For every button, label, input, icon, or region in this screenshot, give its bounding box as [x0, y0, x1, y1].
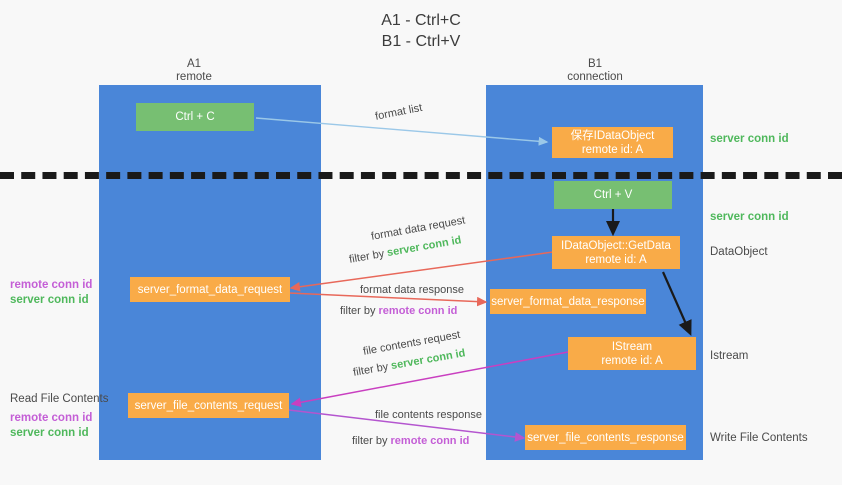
box-server-format-data-request[interactable]: server_format_data_request [130, 277, 290, 302]
filter-prefix: filter by [340, 305, 379, 317]
left-label-server-conn-id-1: server conn id [10, 294, 89, 306]
box-getdata-line1: IDataObject::GetData [561, 239, 671, 252]
phase-divider [0, 172, 842, 179]
lane-header-a1: A1 remote [124, 58, 264, 84]
left-label-remote-conn-id-2: remote conn id [10, 412, 93, 424]
edge-label-format-data-response: format data response [360, 284, 464, 296]
edge-label-file-contents-response: file contents response [375, 409, 483, 421]
box-idataobject-getdata[interactable]: IDataObject::GetData remote id: A [552, 236, 680, 269]
box-server-format-data-response-label: server_format_data_response [491, 295, 645, 308]
filter-prefix: filter by [348, 247, 389, 266]
box-save-idataobject[interactable]: 保存IDataObject remote id: A [552, 127, 673, 158]
box-server-file-contents-request-label: server_file_contents_request [134, 399, 283, 412]
filter-tag-remote-conn-id: remote conn id [378, 305, 458, 317]
box-istream-line2: remote id: A [601, 354, 663, 367]
box-server-file-contents-request[interactable]: server_file_contents_request [128, 393, 289, 418]
left-label-server-conn-id-2: server conn id [10, 427, 89, 439]
left-label-read-file-contents: Read File Contents [10, 393, 109, 405]
edge-label-file-contents-response-filter: filter by remote conn id [352, 434, 469, 449]
lane-b1-name: B1 [587, 58, 603, 70]
box-istream-line1: IStream [611, 340, 653, 353]
left-label-remote-conn-id-1: remote conn id [10, 279, 93, 291]
filter-tag-remote-conn-id: remote conn id [390, 435, 470, 447]
left-label-group-file: remote conn id server conn id [10, 411, 92, 441]
left-label-group-format: remote conn id server conn id [10, 278, 92, 308]
box-getdata-line2: remote id: A [585, 253, 647, 266]
edge-label-format-data-response-filter: filter by remote conn id [340, 304, 457, 319]
box-save-idataobject-line2: remote id: A [581, 143, 644, 156]
lane-a1-sub: remote [176, 71, 212, 83]
lane-a1-name: A1 [186, 58, 202, 70]
box-server-format-data-request-label: server_format_data_request [137, 283, 283, 296]
box-ctrl-v-label: Ctrl + V [593, 189, 633, 201]
box-server-file-contents-response[interactable]: server_file_contents_response [525, 425, 686, 450]
box-istream[interactable]: IStream remote id: A [568, 337, 696, 370]
right-label-dataobject: DataObject [710, 246, 768, 258]
edge-label-format-list: format list [374, 101, 424, 123]
box-server-file-contents-response-label: server_file_contents_response [527, 431, 684, 444]
page-title-line1: A1 - Ctrl+C [381, 12, 461, 29]
box-save-idataobject-line1: 保存IDataObject [570, 129, 655, 142]
box-server-format-data-response[interactable]: server_format_data_response [490, 289, 646, 314]
box-ctrl-v[interactable]: Ctrl + V [554, 181, 672, 209]
right-label-istream: Istream [710, 350, 749, 362]
box-ctrl-c-label: Ctrl + C [175, 111, 215, 123]
lane-header-b1: B1 connection [525, 58, 665, 84]
lane-b1-sub: connection [567, 71, 623, 83]
filter-prefix: filter by [352, 360, 393, 379]
page-title-line2: B1 - Ctrl+V [381, 33, 461, 50]
box-ctrl-c[interactable]: Ctrl + C [136, 103, 254, 131]
filter-prefix: filter by [352, 435, 391, 447]
right-label-write-file-contents: Write File Contents [710, 432, 808, 444]
right-label-server-conn-id-top: server conn id [710, 133, 789, 145]
right-label-server-conn-id-mid: server conn id [710, 211, 789, 223]
